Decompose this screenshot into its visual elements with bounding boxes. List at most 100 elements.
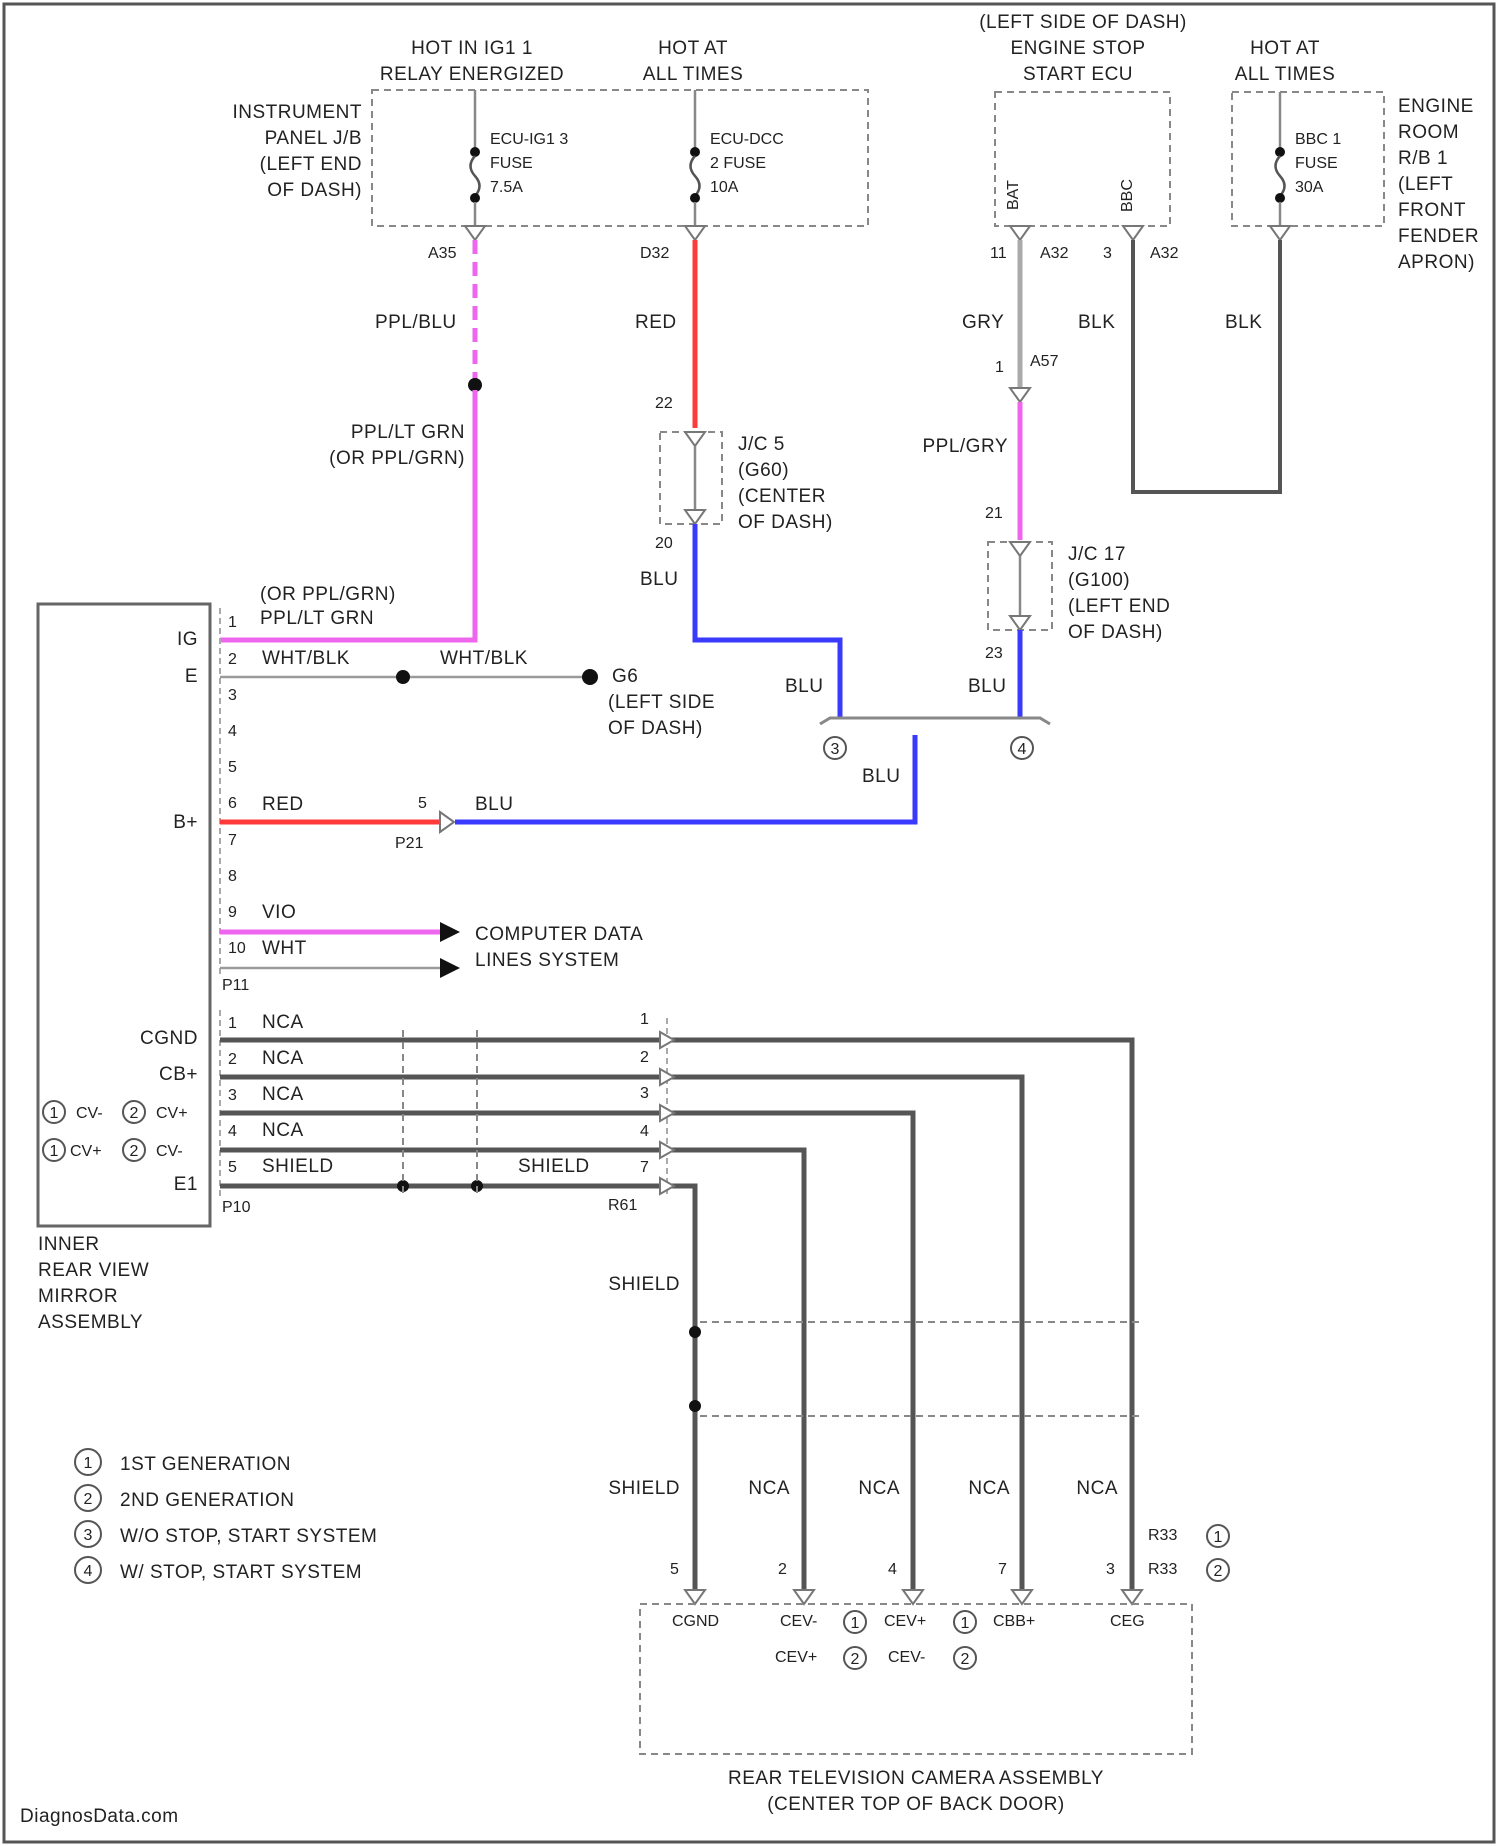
label-blu-1: BLU <box>640 569 678 590</box>
legend-text-3: W/O STOP, START SYSTEM <box>120 1526 377 1547</box>
cv-row2-cvminus: CV- <box>156 1143 183 1160</box>
pin-e1: E1 <box>174 1174 198 1195</box>
shield-splice-3 <box>689 1326 701 1338</box>
p11-n9: 9 <box>228 904 237 921</box>
label-shield-1: SHIELD <box>262 1156 334 1177</box>
hot-ig1-line1: HOT IN IG1 1 <box>411 38 533 59</box>
ecu-pin-bbc: BBC <box>1119 179 1136 212</box>
splice-ppl <box>468 378 482 392</box>
p11-n1: 1 <box>228 614 237 631</box>
jc5-l4: OF DASH) <box>738 512 833 533</box>
connector-p11: P11 <box>222 977 249 994</box>
r61-n3: 3 <box>640 1085 649 1102</box>
label-wht: WHT <box>262 938 307 959</box>
ecu-a32a: A32 <box>1040 245 1069 262</box>
r61-n1: 1 <box>640 1011 649 1028</box>
cam-pin-cevplus: CEV+ <box>884 1613 926 1630</box>
jc5-l1: J/C 5 <box>738 434 785 455</box>
label-blu-2: BLU <box>785 676 823 697</box>
ip-jb-l4: OF DASH) <box>267 180 362 201</box>
legend-num-2: 2 <box>84 1491 93 1508</box>
r61-n5: 7 <box>640 1159 649 1176</box>
ip-jb-l3: (LEFT END <box>260 154 362 175</box>
rb-l2: ROOM <box>1398 122 1459 143</box>
rb-l7: APRON) <box>1398 252 1475 273</box>
jc17-l3: (LEFT END <box>1068 596 1170 617</box>
r33a: R33 <box>1148 1527 1177 1544</box>
label-or-ppl-grn: (OR PPL/GRN) <box>329 448 465 469</box>
label-nca-1: NCA <box>262 1012 304 1033</box>
ecu-pin3: 3 <box>1103 245 1112 262</box>
cv-row2-cvplus: CV+ <box>70 1143 102 1160</box>
hot-always-1-line2: ALL TIMES <box>643 64 744 85</box>
pin-ig: IG <box>177 629 198 650</box>
p11-n4: 4 <box>228 723 237 740</box>
cam-n2: 2 <box>778 1561 787 1578</box>
label-gry: GRY <box>962 312 1004 333</box>
splice-wht-blk <box>396 670 410 684</box>
cam-pin-cbbplus: CBB+ <box>993 1613 1035 1630</box>
connector-r61: R61 <box>608 1197 637 1214</box>
fuse2-amps: 10A <box>710 179 739 196</box>
p10-n1: 1 <box>228 1015 237 1032</box>
cam-n7: 7 <box>998 1561 1007 1578</box>
cv-row2-num1: 1 <box>50 1143 59 1160</box>
label-blu-4: BLU <box>862 766 900 787</box>
label-nca-6: NCA <box>858 1478 900 1499</box>
cv-row2-num2: 2 <box>130 1143 139 1160</box>
r33b-num: 2 <box>1214 1563 1223 1580</box>
fuse1-name: ECU-IG1 3 <box>490 131 568 148</box>
p11-n3: 3 <box>228 687 237 704</box>
legend-num-3: 3 <box>84 1527 93 1544</box>
computer-data-l1: COMPUTER DATA <box>475 924 643 945</box>
cam-cev-alt2-num: 2 <box>961 1651 970 1668</box>
pin-e: E <box>185 666 198 687</box>
label-red-top: RED <box>635 312 677 333</box>
cam-cev-alt-num: 2 <box>851 1651 860 1668</box>
ground-g6-dot <box>582 669 598 685</box>
label-vio: VIO <box>262 902 296 923</box>
connector-a57: A57 <box>1030 353 1059 370</box>
rb-l4: (LEFT <box>1398 174 1453 195</box>
junction-num-3: 3 <box>831 741 840 758</box>
watermark: DiagnosData.com <box>20 1806 179 1827</box>
label-nca-2: NCA <box>262 1048 304 1069</box>
cam-pin-cev-alt: CEV+ <box>775 1649 817 1666</box>
ecu-pin11: 11 <box>990 245 1007 262</box>
shield-splice-4 <box>689 1400 701 1412</box>
r33b: R33 <box>1148 1561 1177 1578</box>
r33a-num: 1 <box>1214 1529 1223 1546</box>
p10-n3: 3 <box>228 1087 237 1104</box>
cam-n4: 4 <box>888 1561 897 1578</box>
p21-pin5: 5 <box>418 795 427 812</box>
hot-always-2-line1: HOT AT <box>1250 38 1320 59</box>
fuse3-type: FUSE <box>1295 155 1338 172</box>
label-blu-5: BLU <box>475 794 513 815</box>
jc17-l1: J/C 17 <box>1068 544 1126 565</box>
ecu-line1: (LEFT SIDE OF DASH) <box>979 12 1187 33</box>
jc5-l2: (G60) <box>738 460 789 481</box>
pin-cbplus: CB+ <box>159 1064 198 1085</box>
jc5-l3: (CENTER <box>738 486 826 507</box>
fuse1-type: FUSE <box>490 155 533 172</box>
p11-n2: 2 <box>228 651 237 668</box>
label-wht-blk-2: WHT/BLK <box>440 648 528 669</box>
label-blk-1: BLK <box>1078 312 1115 333</box>
junction-option-2: 4 <box>1011 737 1033 759</box>
fuse3-name: BBC 1 <box>1295 131 1341 148</box>
p11-n5: 5 <box>228 759 237 776</box>
fuse2-name: ECU-DCC <box>710 131 784 148</box>
label-red-bplus: RED <box>262 794 304 815</box>
g6-l3: OF DASH) <box>608 718 703 739</box>
p11-n10: 10 <box>228 940 246 957</box>
label-ppl-lt-grn: PPL/LT GRN <box>351 422 465 443</box>
fuse3-amps: 30A <box>1295 179 1324 196</box>
junction-num-4: 4 <box>1018 741 1027 758</box>
cam-pin-cev: CEV- <box>780 1613 817 1630</box>
label-nca-4: NCA <box>262 1120 304 1141</box>
label-shield-3: SHIELD <box>608 1274 680 1295</box>
hot-always-1-line1: HOT AT <box>658 38 728 59</box>
label-shield-4: SHIELD <box>608 1478 680 1499</box>
mirror-l1: INNER <box>38 1234 100 1255</box>
